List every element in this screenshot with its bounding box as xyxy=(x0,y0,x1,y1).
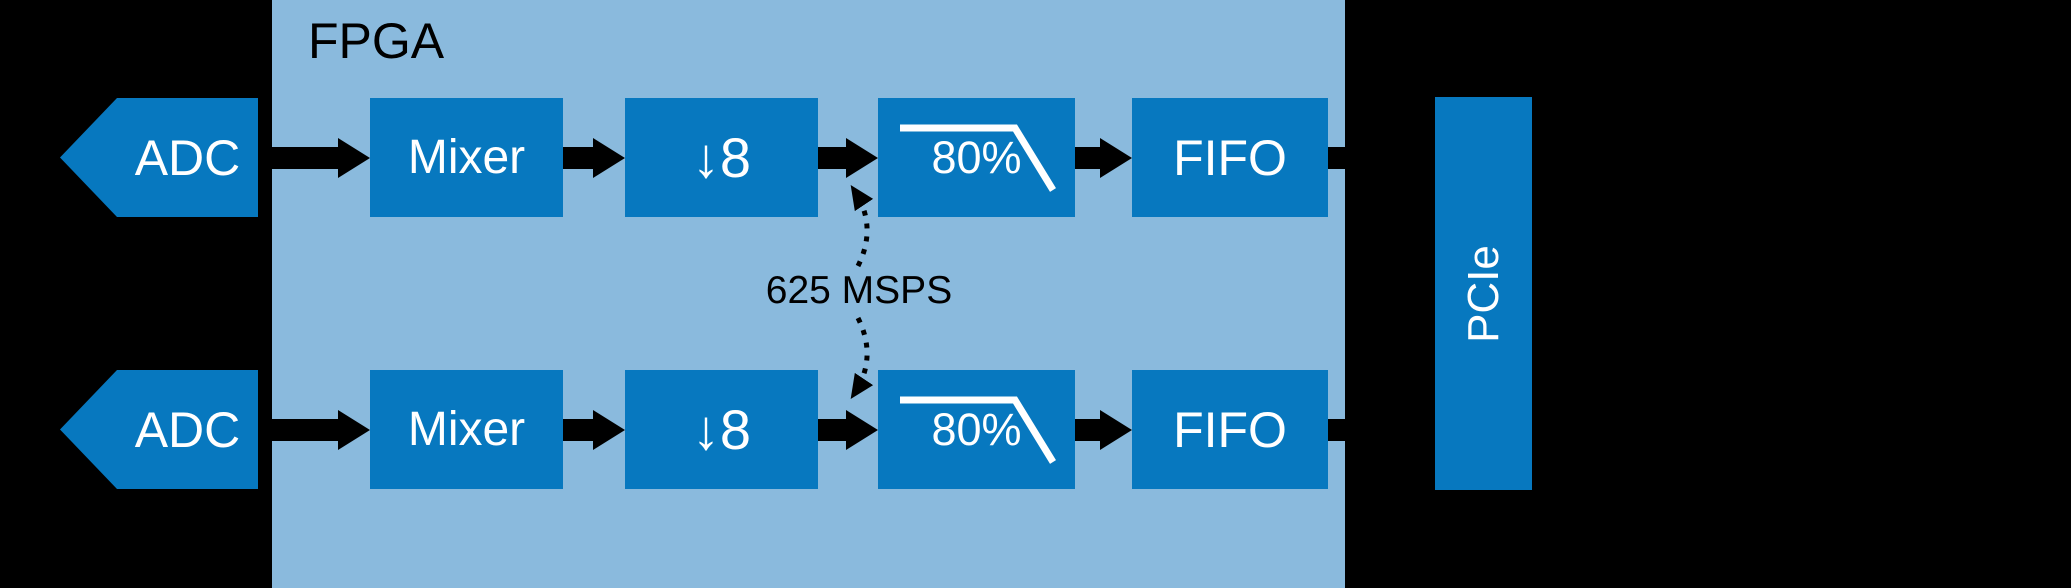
arrow-shaft xyxy=(1075,419,1102,441)
lowpass-response-icon xyxy=(900,396,1056,464)
flow-arrow-icon xyxy=(258,138,370,178)
arrow-shaft xyxy=(258,419,340,441)
mixer-block: Mixer xyxy=(370,370,563,489)
arrow-head xyxy=(846,410,878,450)
adc-pentagon-shape xyxy=(60,98,258,217)
fifo-label: FIFO xyxy=(1173,401,1287,458)
adc-block: ADC xyxy=(60,98,258,217)
fifo-block: FIFO xyxy=(1132,370,1328,489)
arrow-head xyxy=(338,138,370,178)
sample-rate-pointer-arrows-icon xyxy=(850,185,874,399)
flow-arrow-icon xyxy=(818,138,878,178)
adc-block: ADC xyxy=(60,370,258,489)
arrow-shaft xyxy=(818,419,848,441)
mixer-label: Mixer xyxy=(407,403,526,456)
flow-arrow-icon xyxy=(563,410,625,450)
fifo-block: FIFO xyxy=(1132,98,1328,217)
mixer-label: Mixer xyxy=(407,131,526,184)
arrow-head xyxy=(593,410,625,450)
arrow-head xyxy=(846,138,878,178)
arrow-head xyxy=(338,410,370,450)
pcie-label: PCIe xyxy=(1458,244,1508,343)
arrow-head xyxy=(593,138,625,178)
adc-pentagon-shape xyxy=(60,370,258,489)
flow-arrow-icon xyxy=(1075,410,1132,450)
flow-arrow-icon xyxy=(258,410,370,450)
fifo-to-pcie-connector xyxy=(1328,419,1435,441)
fifo-to-pcie-connector xyxy=(1328,147,1435,169)
filter-label: 80% xyxy=(931,131,1022,183)
arrow-head xyxy=(1100,138,1132,178)
fifo-label: FIFO xyxy=(1173,129,1287,186)
lowpass-filter-block: 80% xyxy=(878,98,1075,217)
filter-label: 80% xyxy=(931,403,1022,455)
flow-arrow-icon xyxy=(1075,138,1132,178)
lowpass-response-icon xyxy=(900,124,1056,192)
pcie-block: PCIe xyxy=(1435,97,1532,490)
decimator-label: ↓8 xyxy=(691,126,752,189)
arrow-shaft xyxy=(818,147,848,169)
flow-arrow-icon xyxy=(818,410,878,450)
arrow-shaft xyxy=(563,419,595,441)
lowpass-filter-block: 80% xyxy=(878,370,1075,489)
arrow-shaft xyxy=(1075,147,1102,169)
decimator-block: ↓8 xyxy=(625,370,818,489)
fpga-region-label: FPGA xyxy=(308,13,445,69)
arrow-head xyxy=(1100,410,1132,450)
decimator-label: ↓8 xyxy=(691,398,752,461)
decimator-block: ↓8 xyxy=(625,98,818,217)
adc-label: ADC xyxy=(134,129,241,186)
arrow-shaft xyxy=(563,147,595,169)
flow-arrow-icon xyxy=(563,138,625,178)
arrow-shaft xyxy=(258,147,340,169)
sample-rate-label: 625 MSPS xyxy=(765,269,953,312)
adc-label: ADC xyxy=(134,401,241,458)
mixer-block: Mixer xyxy=(370,98,563,217)
